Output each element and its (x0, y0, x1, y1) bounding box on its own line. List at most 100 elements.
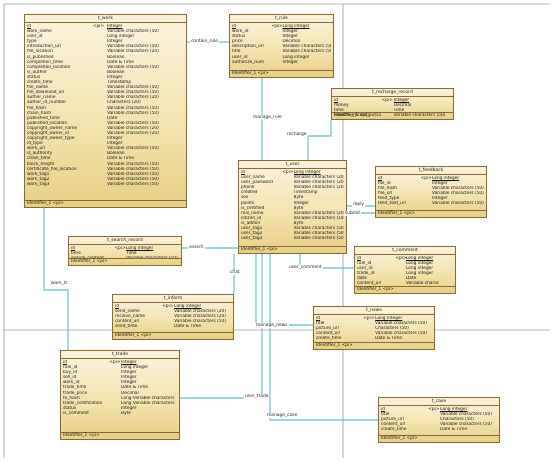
attribute-type: Variable characters (50) (282, 49, 331, 55)
attribute-type: Long integer (121, 365, 149, 371)
attribute-type: Long integer (405, 261, 434, 267)
attribute-name: sex (241, 195, 249, 201)
relationship-label: chat (229, 270, 241, 275)
attribute-row: id<pi>Integer (63, 360, 177, 365)
attribute-type: Variable charac (405, 281, 440, 287)
attribute-name: money (334, 103, 349, 109)
attribute-name: transfer_record_picture_url (334, 113, 381, 119)
attribute-type: Long Variable characters (121, 395, 175, 401)
attribute-name: sell_id (63, 375, 77, 381)
attribute-type: Long integer (107, 34, 135, 40)
entity-identifier: Identifier_1 <pi> (332, 112, 453, 119)
attribute-name: copyright_owner_type (27, 136, 75, 142)
connector-manage-case (269, 254, 378, 421)
attribute-type: Variable characters (50) (432, 191, 484, 197)
attribute-name: copyright_owner_id (27, 130, 69, 136)
attribute-type: Variable characters (50) (107, 146, 159, 152)
attribute-type: Integer (432, 196, 448, 202)
attribute-name: create_time (381, 427, 407, 433)
attribute-name: title (232, 49, 241, 55)
attribute-name: id (241, 170, 245, 175)
attribute-name: work_tag2 (27, 176, 50, 182)
attribute-type: Variable characters (50) (107, 85, 159, 91)
entity-title: t_recharge_record (332, 89, 453, 97)
attribute-type: Byte (293, 195, 304, 201)
attribute-row: id<pi>Integer (334, 98, 451, 103)
attribute-name: is_admin (241, 220, 261, 226)
attribute-key (420, 201, 432, 206)
attribute-name: id (316, 316, 320, 321)
attribute-type: Variable characters (50) (107, 64, 159, 70)
attribute-type: Integer (107, 136, 123, 142)
attribute-type: Integer (121, 370, 137, 376)
attribute-name: is_certified (241, 205, 265, 211)
attribute-name: title (381, 412, 390, 418)
attribute-type: Variable characters (20) (293, 180, 344, 186)
attribute-type: Variable characters (50) (293, 231, 344, 237)
attribute-key: <pi> (395, 256, 406, 261)
attribute-row: title Variable characters (50) (232, 49, 331, 54)
attribute-type: Variable characters (50) (393, 113, 446, 119)
entity-title: t_feedback (376, 167, 486, 175)
attribute-key (427, 427, 440, 432)
attribute-name: content_url (115, 319, 140, 325)
attribute-type: Variable characters (50) (282, 44, 331, 50)
attribute-key (109, 411, 122, 416)
attribute-name: user_id (232, 54, 248, 60)
relationship-label: submit (344, 211, 362, 216)
attribute-row: id<pi>Long integer (241, 170, 344, 175)
attribute-name: recieve_name (115, 314, 146, 320)
attribute-type: Variable characters (20) (174, 314, 226, 320)
attribute-type: Variable characters (50) (107, 29, 159, 35)
attribute-type: Variable characters (50) (107, 120, 159, 126)
attribute-name: content_url (381, 422, 406, 428)
attribute-name: is_authority (27, 151, 53, 157)
attribute-row: tx_hash Long Variable characters (63, 396, 177, 401)
attribute-name: create_time (316, 336, 342, 342)
attribute-type: Variable characters (50) (107, 166, 159, 172)
attribute-type: Byte (121, 410, 131, 416)
attribute-name: trade_id (357, 271, 375, 277)
attribute-type: Boolean (107, 69, 125, 75)
attribute-type: Variable characters (50) (432, 186, 484, 192)
attribute-name: work_tag1 (27, 171, 50, 177)
attribute-name: tx_hash (63, 395, 80, 401)
attribute-name: price (232, 39, 243, 45)
entity-title: t_news (314, 307, 434, 315)
attribute-row: sex Byte (241, 195, 344, 200)
attribute-name: created (241, 190, 258, 196)
attribute-name: authorize_num (232, 59, 265, 65)
entity-title: t_work (25, 15, 186, 23)
attribute-name: real_name (241, 210, 264, 216)
attribute-type: Timestamp (293, 190, 318, 196)
